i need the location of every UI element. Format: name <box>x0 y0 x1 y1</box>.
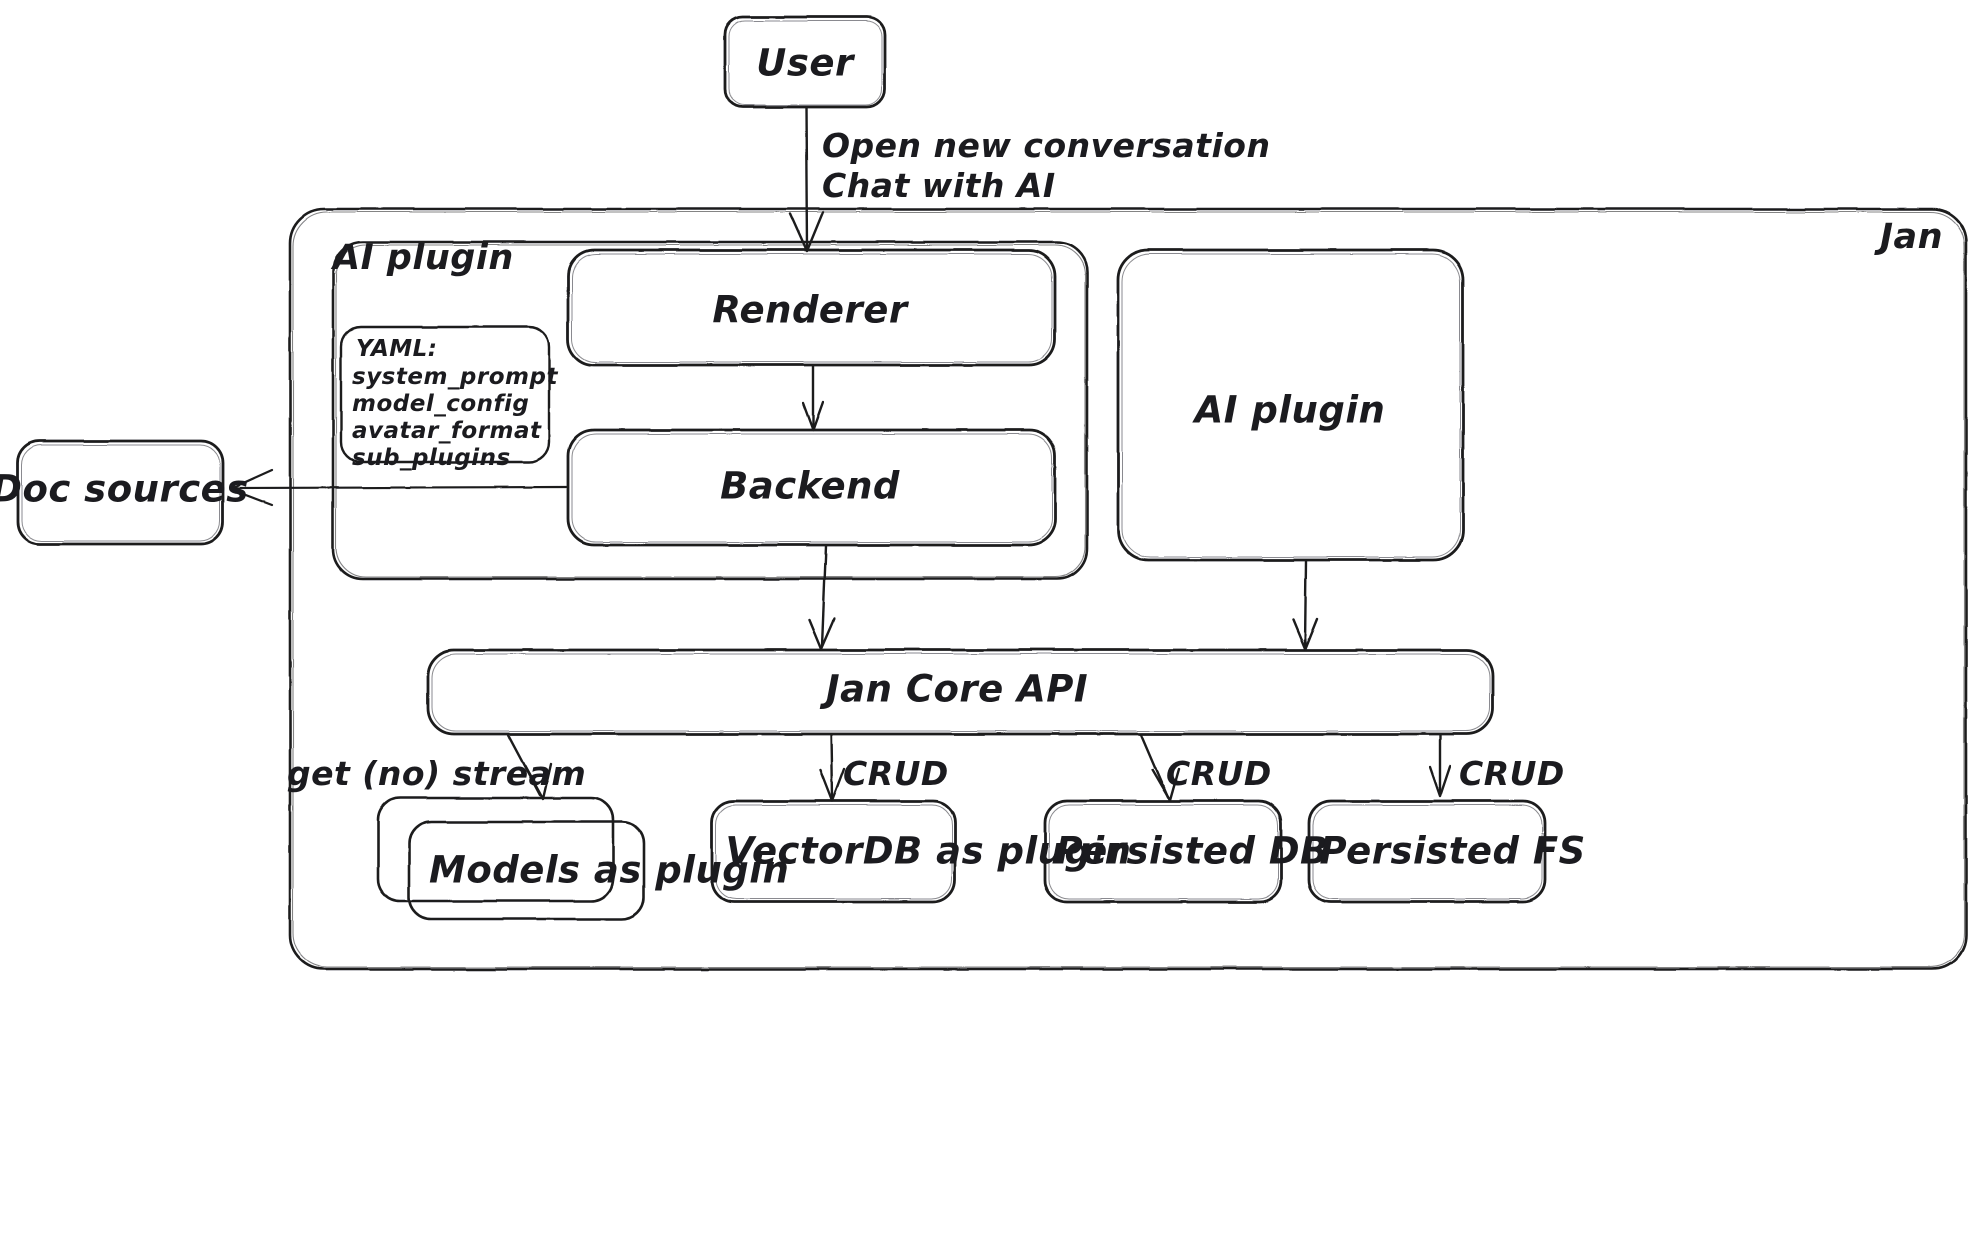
node-backend-outline <box>566 428 1057 547</box>
node-vectordb-outline <box>710 799 957 904</box>
arrow-backend-to-doc-sources <box>228 468 569 507</box>
arrow-renderer-to-backend <box>801 364 825 432</box>
node-doc-sources-outline <box>16 439 225 546</box>
arrow-jan-core-api-to-persisted-fs <box>1428 733 1452 798</box>
card-yaml-outline <box>339 325 551 464</box>
arrow-ai-plugin-to-jan-core-api <box>1291 559 1319 651</box>
node-user-outline <box>723 15 887 109</box>
node-ai-plugin-outline <box>1116 248 1465 562</box>
container-ai-plugin-group-outline <box>331 240 1089 581</box>
arrow-user-to-renderer <box>788 106 825 253</box>
node-persisted-fs-outline <box>1307 799 1547 904</box>
node-renderer-outline <box>566 248 1057 367</box>
node-models-outline <box>376 796 646 921</box>
arrow-backend-to-jan-core-api <box>807 544 836 651</box>
arrow-jan-core-api-to-models <box>506 733 553 801</box>
node-jan-core-api-outline <box>426 648 1495 736</box>
arrow-jan-core-api-to-vectordb <box>818 733 846 803</box>
node-persisted-db-outline <box>1043 799 1283 904</box>
arrow-jan-core-api-to-persisted-db <box>1139 733 1181 803</box>
container-jan-outline <box>288 207 1968 971</box>
